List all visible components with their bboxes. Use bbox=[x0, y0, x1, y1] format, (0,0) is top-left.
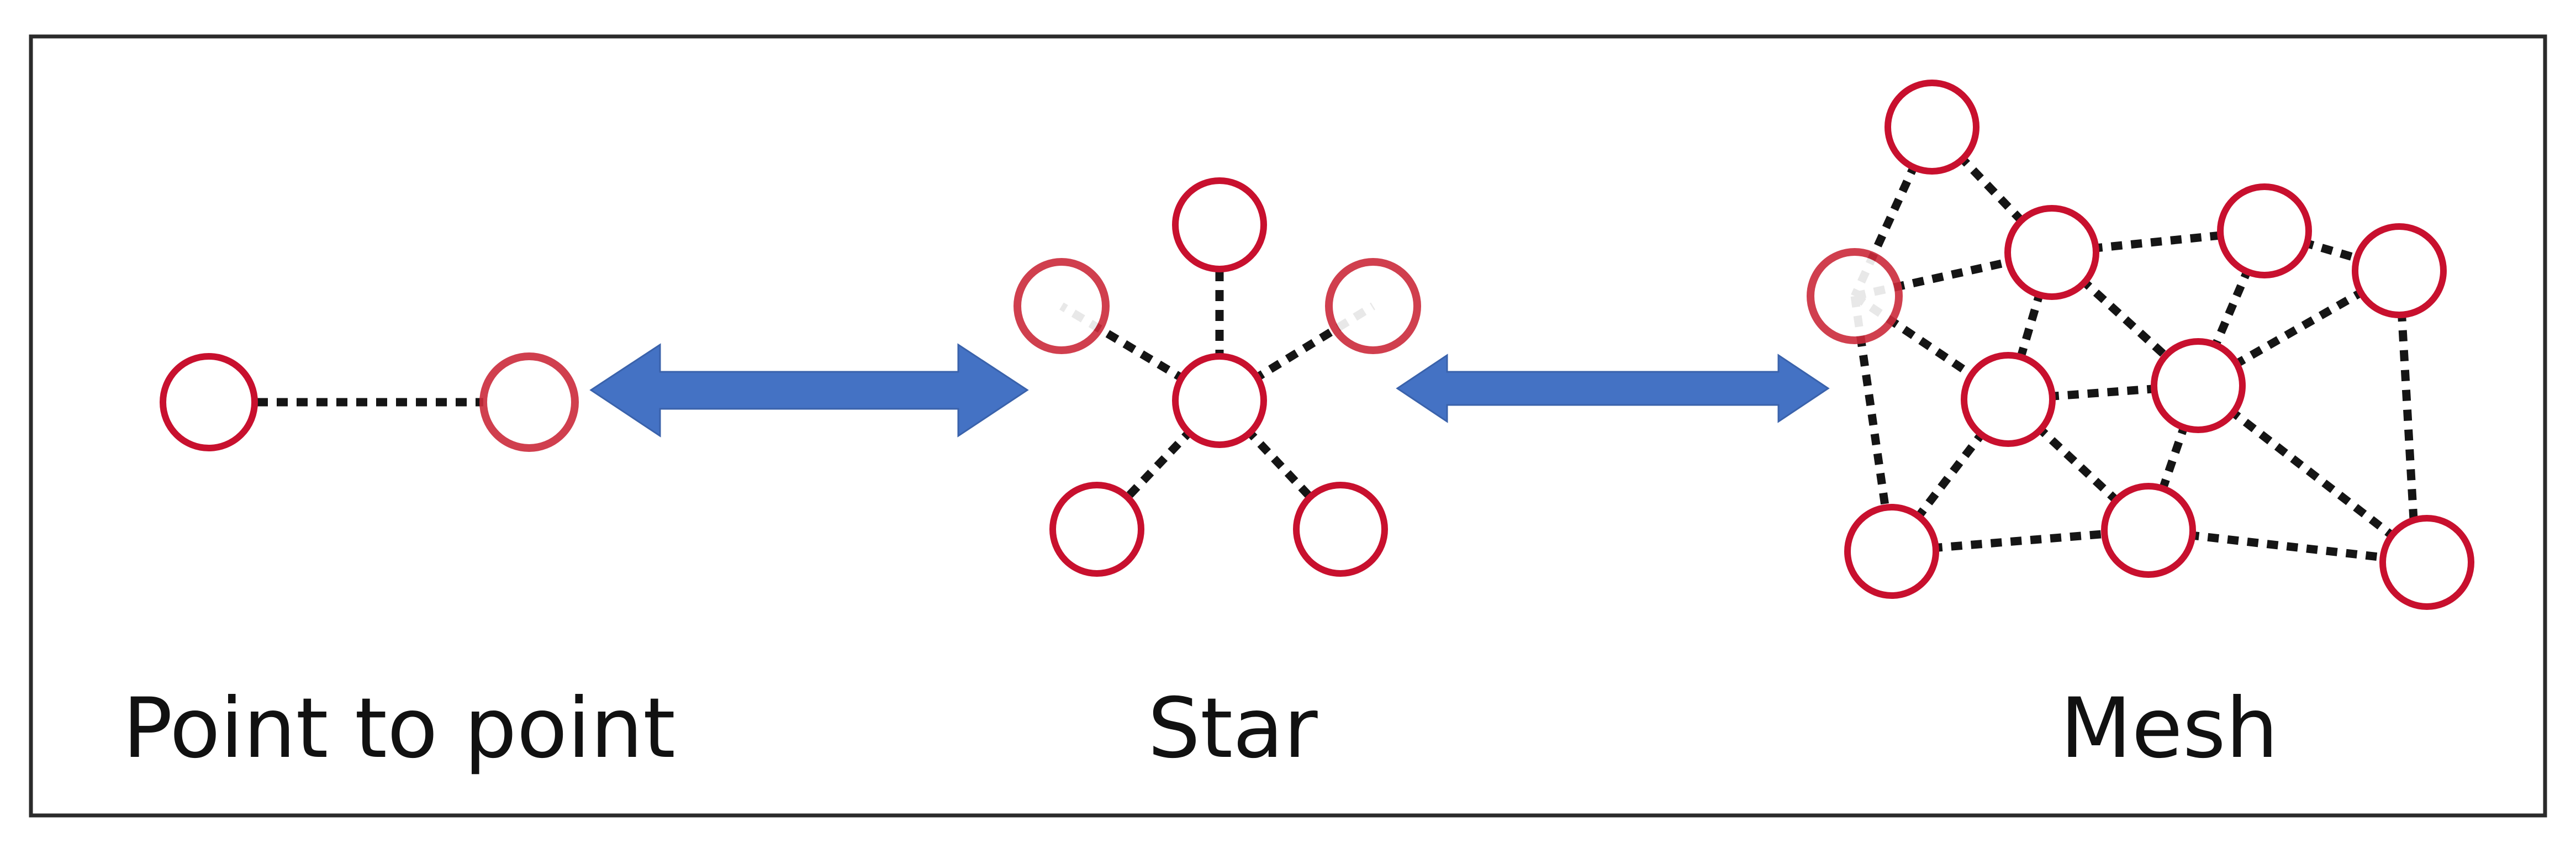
star-node-lower-right bbox=[1293, 482, 1388, 577]
mesh-node-top bbox=[1885, 80, 1979, 175]
mesh-node-center-right bbox=[2151, 338, 2246, 433]
p2p-node-right bbox=[479, 352, 579, 452]
double-arrow-right bbox=[1396, 354, 1830, 423]
mesh-link bbox=[2051, 227, 2265, 257]
star-label: Star bbox=[1148, 681, 1318, 777]
mesh-topology bbox=[1807, 80, 2474, 610]
mesh-label: Mesh bbox=[2060, 681, 2278, 777]
star-node-upper-left bbox=[1013, 258, 1110, 354]
double-arrow-left bbox=[589, 343, 1029, 438]
diagram-frame bbox=[29, 34, 2547, 818]
mesh-node-bottom-left bbox=[1844, 504, 1939, 599]
star-node-lower-left bbox=[1049, 482, 1144, 577]
mesh-link bbox=[2195, 382, 2430, 566]
star-hub-node bbox=[1172, 353, 1267, 448]
mesh-node-far-right bbox=[2352, 223, 2447, 318]
mesh-node-bottom-right bbox=[2379, 515, 2474, 610]
mesh-node-upper-right bbox=[2217, 183, 2312, 278]
mesh-node-left bbox=[1807, 248, 1903, 344]
star-node-upper-right bbox=[1325, 258, 1421, 354]
point-to-point-topology bbox=[160, 352, 579, 452]
mesh-node-upper-middle bbox=[2004, 205, 2099, 300]
star-node-top bbox=[1172, 177, 1267, 272]
mesh-node-bottom-middle bbox=[2101, 483, 2196, 578]
mesh-node-center-left bbox=[1961, 352, 2056, 447]
p2p-node-left bbox=[160, 353, 258, 451]
star-topology bbox=[1013, 177, 1421, 577]
point-to-point-label: Point to point bbox=[123, 681, 675, 777]
